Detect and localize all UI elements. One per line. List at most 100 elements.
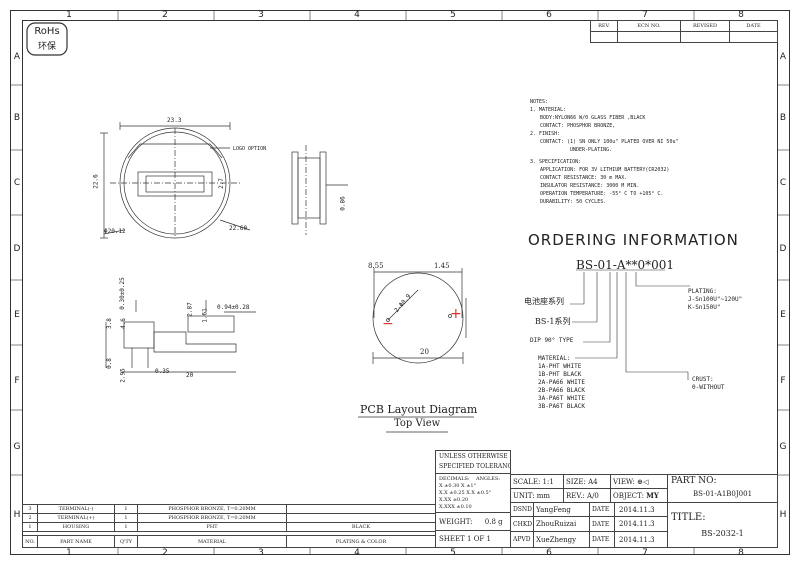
- bom-cell-plating: BLACK: [286, 522, 436, 532]
- ordering-material-list: MATERIAL: 1A-PHT WHITE 1B-PHT BLACK 2A-P…: [538, 355, 585, 411]
- section-dim: 20: [186, 372, 194, 379]
- zone-col-4: 4: [354, 10, 360, 20]
- zone-col-3-bottom: 3: [258, 548, 264, 558]
- notes-title: NOTES:: [530, 99, 549, 105]
- section-dim: 0.30±0.25: [118, 277, 126, 310]
- zone-col-8: 8: [738, 10, 744, 20]
- top-view-dim-27: 2.7: [217, 178, 225, 189]
- zone-col-6: 6: [546, 10, 552, 20]
- pcb-dim-left: 8.55: [368, 262, 384, 270]
- top-view-dim-width: 23.3: [167, 117, 182, 124]
- zone-row-h-right: H: [779, 510, 787, 520]
- section-dim: 3.8: [105, 318, 113, 329]
- zone-col-1: 1: [66, 10, 72, 20]
- tolerance-row: X.XX ±0.20: [439, 497, 469, 503]
- ordering-plating-list: PLATING: J-Sn100U"~120U" K-Sn150U": [688, 288, 742, 312]
- date-value: 2014.11.3: [614, 516, 668, 532]
- section-dim: 2.87: [186, 302, 194, 317]
- title-value: BS-2032-1: [701, 529, 744, 538]
- zone-row-a-right: A: [779, 52, 787, 62]
- date-value: 2014.11.3: [614, 531, 668, 548]
- angles-label: ANGLES:: [475, 476, 501, 482]
- pcb-title-underlines: [358, 416, 474, 433]
- plating-item: K-Sn150U": [688, 304, 721, 311]
- zone-row-c: C: [13, 178, 21, 188]
- top-view-dim-height: 22.6: [92, 174, 100, 189]
- pcb-plus-mark: +: [450, 306, 462, 322]
- zone-col-4-bottom: 4: [354, 548, 360, 558]
- view-cell: VIEW: ⊕◁: [610, 474, 668, 489]
- zone-row-e: E: [14, 310, 20, 320]
- zone-row-f: F: [14, 376, 20, 386]
- section-view-drawing: [105, 300, 256, 373]
- apvd-label: APVD: [510, 531, 534, 548]
- pcb-layout-title: PCB Layout Diagram: [360, 403, 478, 416]
- zone-col-7: 7: [642, 10, 648, 20]
- note-line: OPERATION TEMPERATURE: -55° C TO +105° C…: [540, 191, 664, 197]
- zone-row-g-right: G: [779, 442, 787, 452]
- pcb-dim-bottom: 20: [420, 348, 429, 356]
- zone-col-6-bottom: 6: [546, 548, 552, 558]
- side-view-dim-086: 0.86: [339, 196, 347, 211]
- dsnd-label: DSND: [510, 502, 534, 517]
- zone-col-2: 2: [162, 10, 168, 20]
- zone-col-5: 5: [450, 10, 456, 20]
- object-value: MY: [646, 491, 659, 500]
- crust-item: 0-WITHOUT: [692, 384, 725, 391]
- rev-cell: [729, 31, 778, 43]
- weight-value: 0.8 g: [484, 518, 503, 526]
- bom-header-plating: PLATING & COLOR: [286, 535, 436, 548]
- section-dim: 1.61: [201, 308, 209, 323]
- zone-row-e-right: E: [780, 310, 786, 320]
- bom-cell-material: PHT: [137, 522, 287, 532]
- title-label: TITLE:: [671, 512, 706, 523]
- chkd-label: CHKD: [510, 516, 534, 532]
- zone-col-3: 3: [258, 10, 264, 20]
- pcb-minus-mark: −: [382, 316, 394, 332]
- zone-col-2-bottom: 2: [162, 548, 168, 558]
- object-label: OBJECT:: [613, 492, 644, 500]
- plating-item: J-Sn100U"~120U": [688, 296, 743, 303]
- tolerance-row: X.X ±0.25 X.X ±0.5°: [439, 490, 492, 496]
- unit-cell: UNIT: mm: [510, 488, 564, 503]
- material-item: 1A-PHT WHITE: [538, 363, 582, 370]
- pcb-layout-subtitle: Top View: [394, 418, 441, 429]
- weight-label: WEIGHT:: [439, 518, 473, 526]
- date-value: 2014.11.3: [614, 502, 668, 517]
- pcb-dim-right: 1.45: [434, 262, 450, 270]
- material-title: MATERIAL:: [538, 355, 571, 362]
- bom-header-qty: Q'TY: [114, 535, 138, 548]
- drawing-outer-frame: [10, 10, 790, 555]
- date-label: DATE: [589, 516, 615, 532]
- ordering-dip-label: DIP 90° TYPE: [530, 337, 574, 344]
- bom-header-no: NO.: [22, 535, 38, 548]
- note-line: DURABILITY: 50 CYCLES.: [540, 199, 607, 205]
- plating-title: PLATING:: [688, 288, 717, 295]
- zone-row-f-right: F: [780, 376, 786, 386]
- zone-row-h: H: [13, 510, 21, 520]
- top-view-drawing: [100, 122, 251, 239]
- chkd-name: ZhouRuizai: [533, 516, 590, 532]
- zone-col-1-bottom: 1: [66, 548, 72, 558]
- note-line: CONTACT RESISTANCE: 30 m MAX.: [540, 175, 628, 181]
- section-dim: 0.94±0.28: [217, 304, 250, 311]
- note-line: UNDER-PLATING.: [570, 147, 613, 153]
- zone-row-b-right: B: [779, 113, 787, 123]
- bom-cell-part: HOUSING: [37, 522, 115, 532]
- note-line: APPLICATION: FOR 3V LITHIUM BATTERY(CR20…: [540, 167, 670, 173]
- material-item: 2B-PA66 BLACK: [538, 387, 585, 394]
- pcb-layout-drawing: [372, 268, 467, 364]
- note-line: CONTACT: PHOSPHOR BRONZE,: [540, 123, 616, 129]
- section-dim: 0.8: [105, 358, 113, 369]
- rohs-logo: RoHs 环保: [26, 22, 68, 56]
- zone-col-7-bottom: 7: [642, 548, 648, 558]
- zone-row-d: D: [13, 244, 21, 254]
- zone-row-d-right: D: [779, 244, 787, 254]
- note-line: CONTACT: (1) SN ONLY 100u" PLATED OVER N…: [540, 139, 679, 145]
- top-view-dim-r: 22.60: [229, 225, 248, 232]
- zone-row-c-right: C: [779, 178, 787, 188]
- zone-col-8-bottom: 8: [738, 548, 744, 558]
- ordering-title: ORDERING INFORMATION: [528, 231, 739, 249]
